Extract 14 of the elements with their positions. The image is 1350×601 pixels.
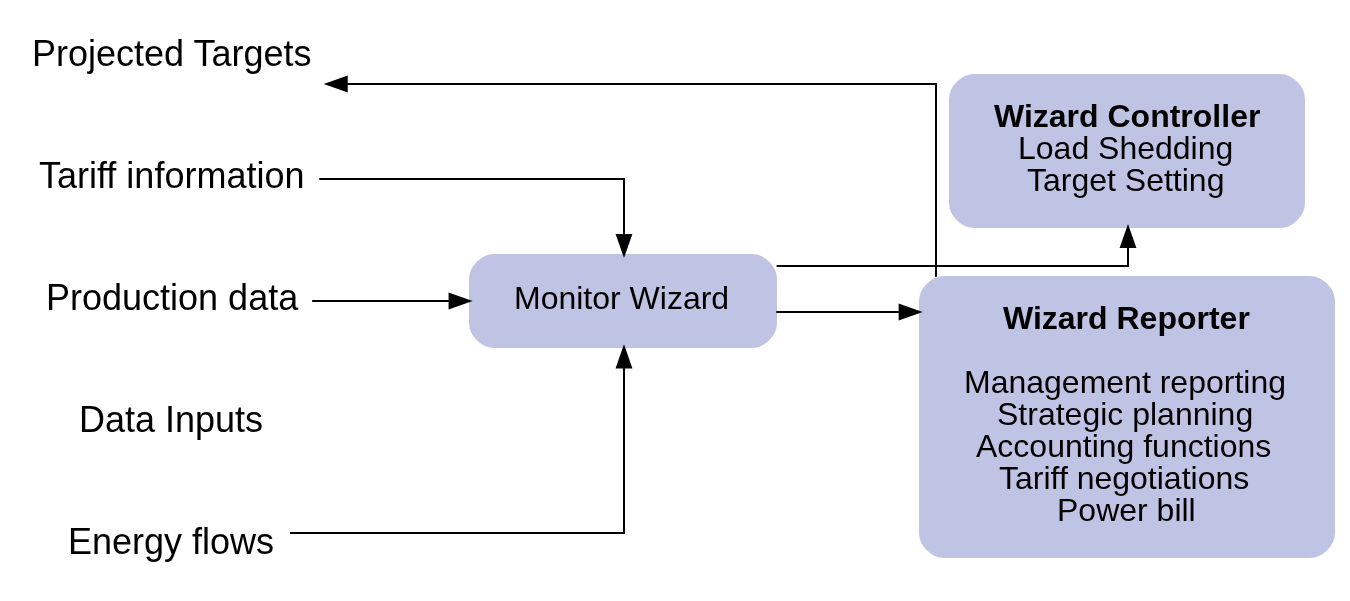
arrow: [775, 303, 923, 320]
arrow: [289, 343, 633, 534]
node-text: Tariff information: [39, 154, 305, 196]
arrow: [775, 223, 1137, 267]
node-box: Wizard Reporter Management reporting Strategic planning Accounting functions Tariff negotiations Power bill: [919, 275, 1335, 558]
node-box: Wizard Controller Load Shedding Target Setting: [949, 73, 1305, 228]
node-text: Production data: [46, 276, 299, 318]
node-text: Energy flows: [68, 520, 275, 562]
arrow: [311, 292, 473, 309]
arrow: [323, 75, 937, 278]
arrow: [318, 177, 633, 258]
node-box: Monitor Wizard: [469, 253, 777, 348]
label: Data Inputs: [79, 398, 264, 440]
node-text: Projected Targets: [32, 32, 312, 74]
